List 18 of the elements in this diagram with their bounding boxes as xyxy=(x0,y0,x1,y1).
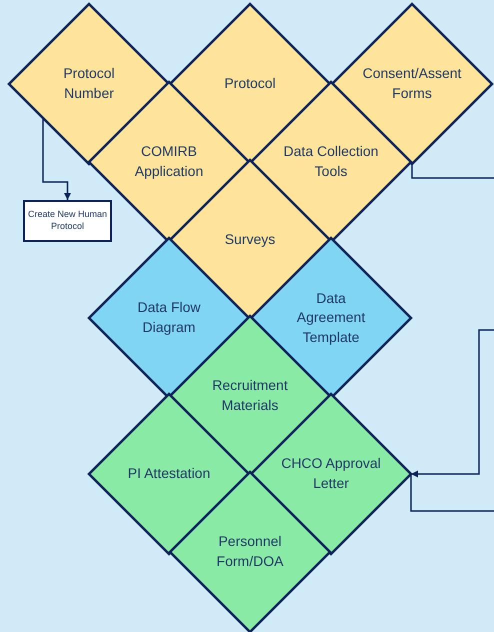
diamond-label: Protocol xyxy=(223,74,277,94)
diamond-label: Surveys xyxy=(224,230,276,250)
diamond-label: PI Attestation xyxy=(126,464,212,484)
arrow xyxy=(411,329,494,478)
connector-line xyxy=(411,164,494,179)
diamond-label: CHCO Approval Letter xyxy=(280,454,382,493)
diamond-label: Consent/Assent Forms xyxy=(362,64,462,103)
diamond-label: Data Agreement Template xyxy=(296,288,366,347)
box-label: Create New Human Protocol xyxy=(26,209,108,233)
arrow xyxy=(42,118,71,200)
diamond-label: Data Flow Diagram xyxy=(136,298,202,337)
diamond-label: COMIRB Application xyxy=(134,142,204,181)
diamond-label: Protocol Number xyxy=(62,64,116,103)
action-box xyxy=(23,200,112,242)
diamond-label: Data Collection Tools xyxy=(282,142,380,181)
diamond-label: Personnel Form/DOA xyxy=(216,532,284,571)
diamond-label: Recruitment Materials xyxy=(211,376,289,415)
connector-line xyxy=(410,474,494,512)
